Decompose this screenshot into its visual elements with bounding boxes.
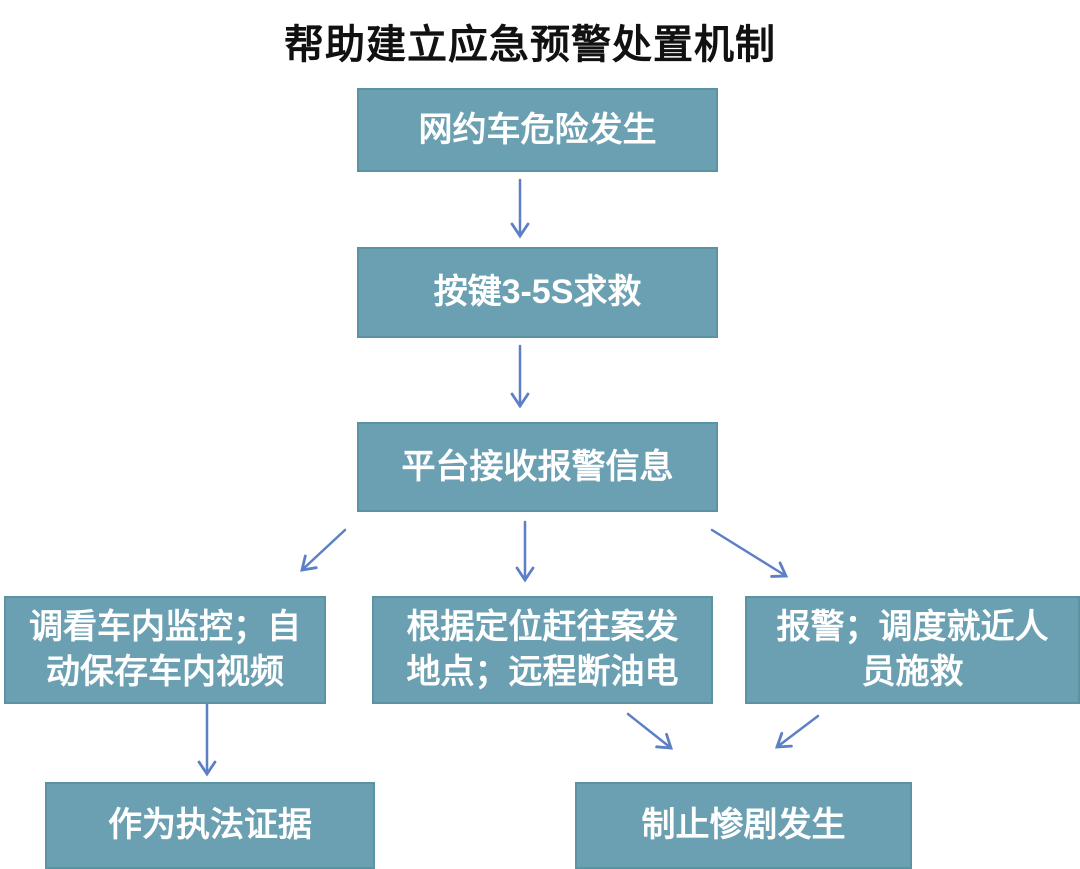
flow-node-danger-occurs: 网约车危险发生 bbox=[357, 88, 718, 172]
flow-node-view-cabin-monitoring: 调看车内监控；自 动保存车内视频 bbox=[4, 596, 326, 704]
edge-arrow-locate-to-stop bbox=[626, 712, 673, 750]
edge-arrow-police-to-stop bbox=[774, 714, 820, 749]
edge-arrow-platform-to-police bbox=[710, 528, 789, 578]
flow-node-press-button-sos: 按键3-5S求救 bbox=[357, 247, 718, 338]
diagram-title: 帮助建立应急预警处置机制 bbox=[284, 23, 776, 67]
flow-node-platform-receives-alarm: 平台接收报警信息 bbox=[357, 422, 718, 512]
flow-node-law-enforcement-evidence: 作为执法证据 bbox=[45, 782, 375, 869]
flow-node-call-police-dispatch: 报警；调度就近人 员施救 bbox=[745, 596, 1080, 704]
edge-arrow-platform-to-monitor bbox=[300, 528, 347, 572]
flow-node-rush-to-scene-cut-power: 根据定位赶往案发 地点；远程断油电 bbox=[372, 596, 713, 704]
flow-node-stop-tragedy: 制止惨剧发生 bbox=[575, 782, 912, 869]
